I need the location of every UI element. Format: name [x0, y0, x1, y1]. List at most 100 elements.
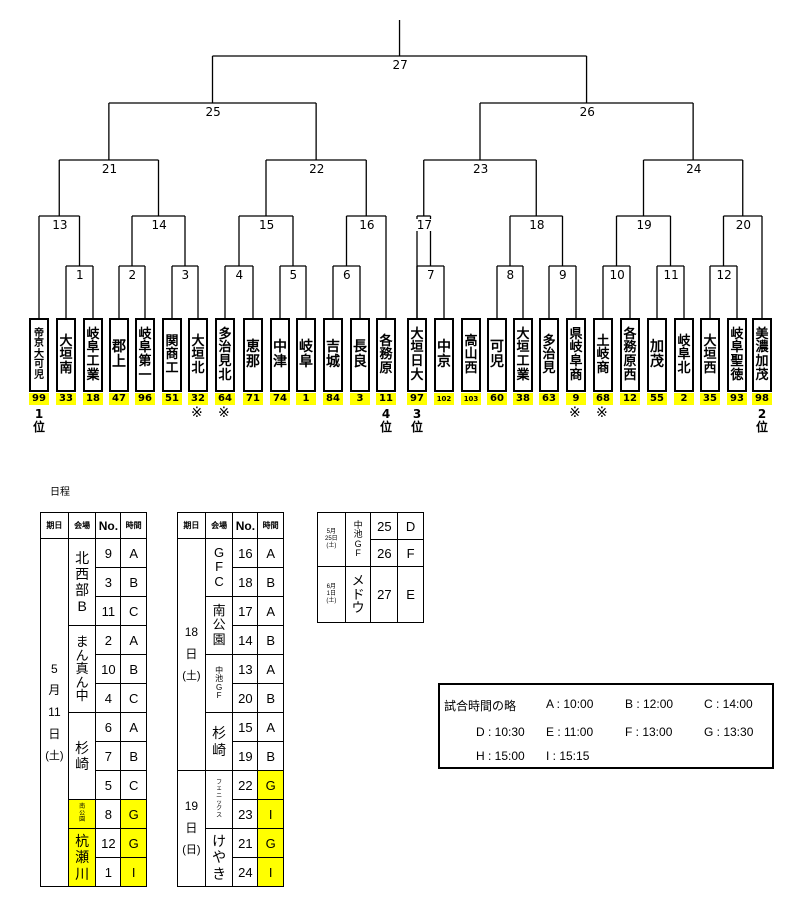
match-time: B — [120, 654, 147, 684]
legend-item: G : 13:30 — [704, 725, 754, 739]
match-number: 3 — [179, 268, 192, 282]
venue-char: 西 — [75, 565, 90, 582]
match-time: E — [397, 566, 424, 623]
team-seed: 71 — [243, 393, 263, 405]
venue-char: 中 — [75, 688, 89, 704]
header-time: 時間 — [257, 512, 284, 539]
team-seed: 96 — [135, 393, 155, 405]
match-no: 8 — [95, 799, 122, 829]
match-no: 26 — [370, 539, 399, 567]
team-seed: 93 — [727, 393, 747, 405]
team-name: 帝京大可児 — [34, 327, 44, 381]
venue-char: 公 — [212, 617, 226, 633]
venue-char: ま — [75, 633, 89, 649]
venue-char: F — [216, 690, 222, 700]
date-part: (土) — [45, 749, 64, 762]
team-box: 大垣工業 — [513, 318, 533, 392]
legend-item: I : 15:15 — [546, 749, 590, 763]
match-no: 27 — [370, 566, 399, 623]
venue-char: G — [354, 538, 362, 549]
rank-text: 3 — [412, 407, 422, 421]
team-box: 大垣日大 — [407, 318, 427, 392]
match-no: 9 — [95, 538, 122, 568]
rank-text: 位 — [32, 420, 45, 434]
match-number: 15 — [257, 218, 277, 232]
venue-cell: 南公園 — [204, 596, 234, 655]
team-seed: 60 — [487, 393, 507, 405]
match-time: B — [257, 683, 284, 713]
match-no: 15 — [232, 712, 259, 742]
match-number: 5 — [287, 268, 300, 282]
match-no: 10 — [95, 654, 122, 684]
venue-char: 崎 — [212, 741, 227, 758]
venue-char: き — [212, 865, 227, 882]
match-no: 18 — [232, 567, 259, 597]
match-number: 8 — [504, 268, 517, 282]
match-time: G — [120, 828, 147, 858]
team-seed: 32 — [188, 393, 208, 405]
match-time: A — [257, 596, 284, 626]
team-box: 加茂 — [647, 318, 667, 392]
venue-char: G — [216, 682, 223, 692]
date-part: 11 — [48, 705, 61, 720]
match-time: D — [397, 512, 424, 540]
match-no: 4 — [95, 683, 122, 713]
team-box: 岐阜聖徳 — [727, 318, 747, 392]
venue-cell: けやき — [204, 828, 234, 887]
header-time: 時間 — [120, 512, 147, 539]
team-name: 県岐阜商 — [569, 326, 583, 383]
match-time: C — [120, 683, 147, 713]
team-box: 大垣北 — [188, 318, 208, 392]
match-no: 12 — [95, 828, 122, 858]
match-no: 25 — [370, 512, 399, 540]
team-box: 長良 — [350, 318, 370, 392]
team-name: 岐阜北 — [677, 333, 691, 376]
match-number: 17 — [414, 218, 435, 232]
team-seed: 18 — [83, 393, 103, 405]
team-seed: 35 — [700, 393, 720, 405]
team-name: 高山西 — [464, 333, 478, 376]
team-name: 美濃加茂 — [755, 326, 769, 383]
match-time: B — [120, 741, 147, 771]
match-number: 25 — [203, 105, 223, 119]
venue-char: フ — [216, 779, 223, 786]
match-no: 2 — [95, 625, 122, 655]
venue-char: 中 — [215, 665, 224, 675]
legend-item: C : 14:00 — [704, 697, 753, 711]
match-no: 7 — [95, 741, 122, 771]
schedule-title: 日程 — [50, 487, 70, 498]
match-number: 1 — [74, 268, 86, 282]
team-box: 岐阜 — [296, 318, 316, 392]
date-part: 1日 — [326, 591, 337, 598]
venue-char: ド — [351, 586, 365, 602]
match-time: B — [120, 567, 147, 597]
venue-char: 池 — [353, 529, 363, 540]
team-name: 可児 — [490, 339, 504, 370]
date-part: (日) — [182, 843, 201, 856]
venue-char: G — [214, 545, 225, 561]
team-box: 郡上 — [109, 318, 129, 392]
match-no: 20 — [232, 683, 259, 713]
match-number: 7 — [425, 268, 437, 282]
match-no: 16 — [232, 538, 259, 568]
match-time: C — [120, 596, 147, 626]
team-seed: 97 — [407, 393, 427, 405]
venue-char: ウ — [351, 600, 365, 616]
team-name: 大垣工業 — [516, 326, 530, 383]
date-cell: 5 月 11 日 (土) — [40, 538, 69, 887]
team-box: 大垣西 — [700, 318, 720, 392]
venue-char: ス — [216, 812, 223, 819]
match-number: 18 — [527, 218, 547, 232]
venue-cell: 南公園 — [67, 799, 97, 829]
team-seed: 9 — [566, 393, 586, 405]
team-name: 大垣北 — [191, 333, 205, 376]
match-number: 4 — [233, 268, 246, 282]
date-part: 日 — [185, 821, 198, 836]
rank-text: 4 — [381, 407, 391, 421]
venue-char: F — [355, 547, 361, 558]
match-number: 26 — [577, 105, 597, 119]
